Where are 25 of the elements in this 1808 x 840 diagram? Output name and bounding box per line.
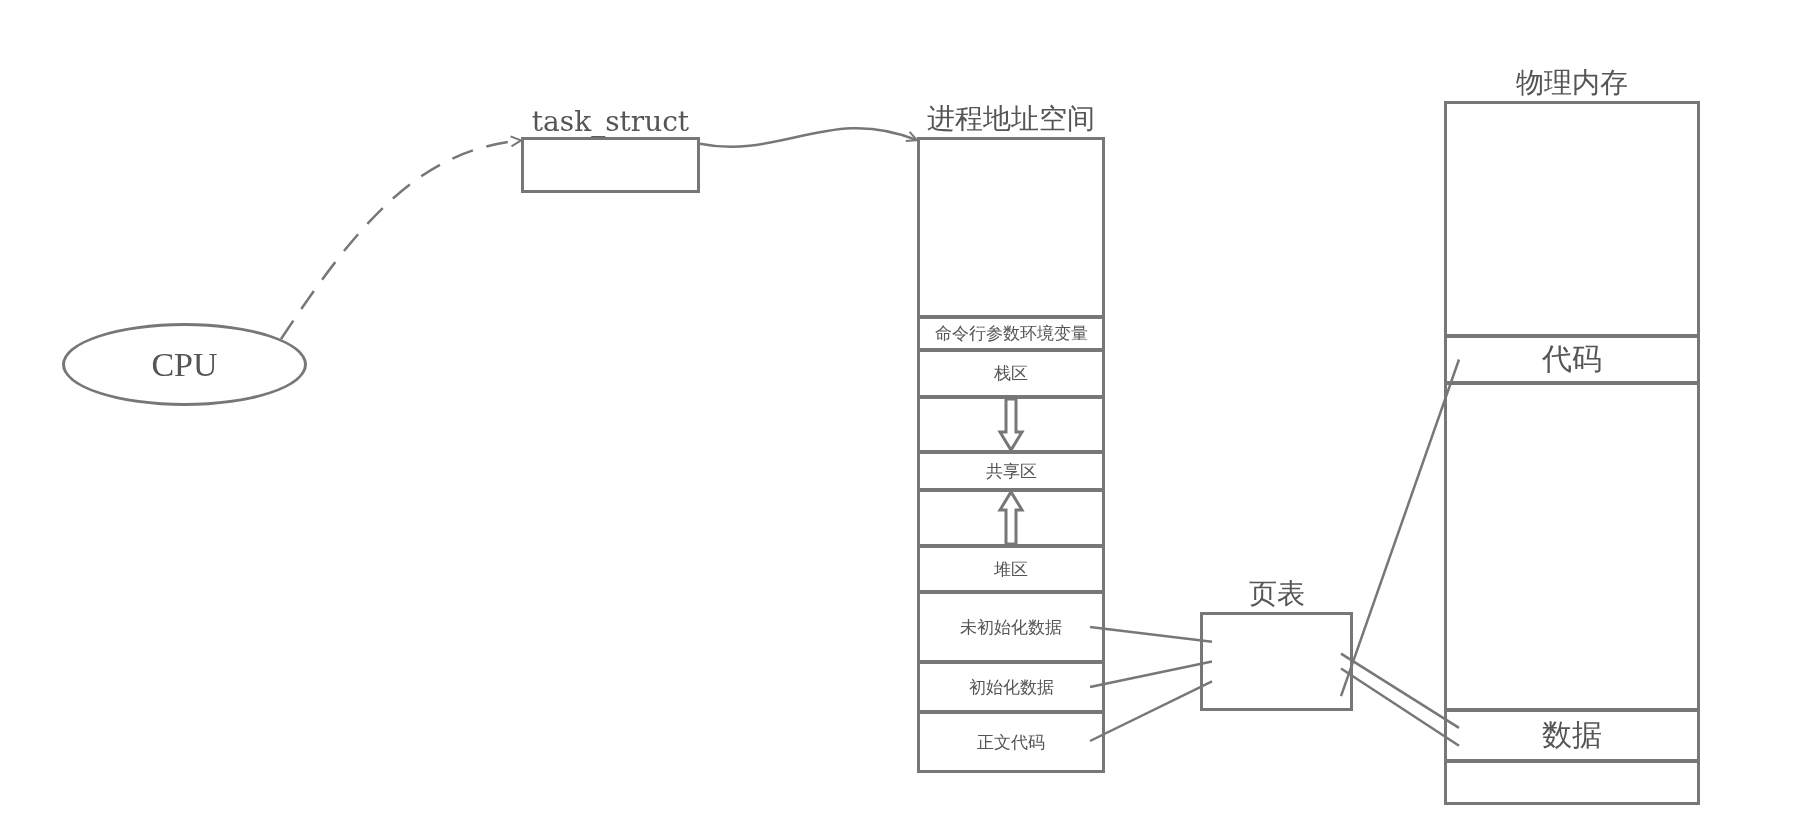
connector-line <box>1339 359 1461 697</box>
memory-row: 代码 <box>1447 336 1697 383</box>
connector-line <box>1089 680 1213 743</box>
block-arrow <box>997 489 1025 546</box>
connector-line <box>1089 660 1213 689</box>
column-title: 进程地址空间 <box>927 101 1095 137</box>
memory-row: 数据 <box>1447 710 1697 761</box>
curved-arrow <box>280 135 522 340</box>
memory-row: 正文代码 <box>920 712 1102 770</box>
memory-row: 堆区 <box>920 546 1102 592</box>
column-title: 页表 <box>1248 576 1305 612</box>
empty-row <box>1447 383 1697 710</box>
memory-row: 栈区 <box>920 350 1102 397</box>
connector-line <box>1340 667 1460 747</box>
memory-row: 未初始化数据 <box>920 592 1102 662</box>
connector-line <box>1089 625 1213 643</box>
curved-arrow <box>699 127 918 148</box>
connector-line <box>1340 652 1460 729</box>
column-title: task_struct <box>531 105 690 138</box>
memory-row: 初始化数据 <box>920 662 1102 712</box>
memory-row: 命令行参数环境变量 <box>920 317 1102 350</box>
cpu-ellipse: CPU <box>62 323 307 406</box>
block-arrow <box>997 397 1025 453</box>
memory-row: 共享区 <box>920 452 1102 490</box>
column-title: 物理内存 <box>1516 65 1628 101</box>
